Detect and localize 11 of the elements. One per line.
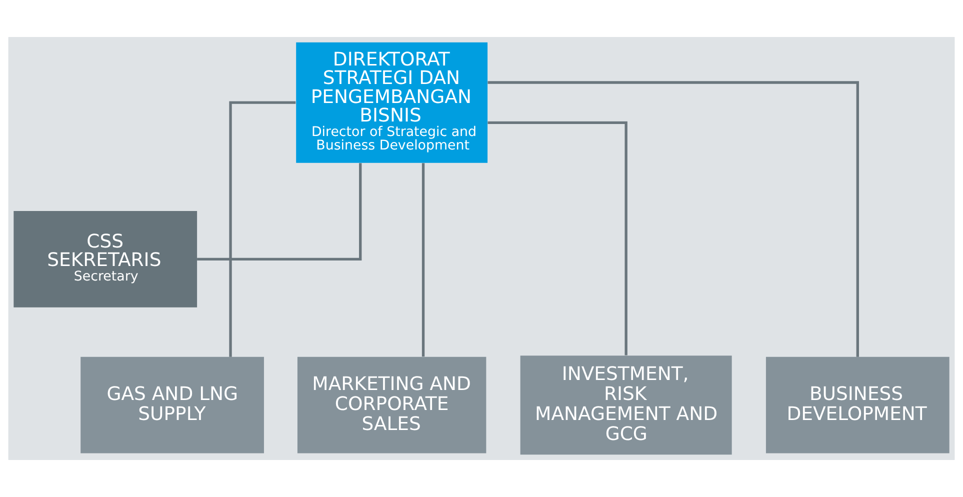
- node-box: MARKETING AND CORPORATE SALES: [297, 356, 486, 454]
- connector: [488, 121, 628, 356]
- node-box: GAS AND LNG SUPPLY: [80, 356, 264, 454]
- connector: [197, 163, 362, 261]
- node-box: INVESTMENT, RISK MANAGEMENT AND GCG: [520, 356, 732, 455]
- connector: [488, 81, 859, 357]
- connector: [229, 101, 296, 357]
- node-box: BUSINESS DEVELOPMENT: [766, 356, 950, 454]
- node-box: CSS SEKRETARIS Secretary: [14, 211, 198, 308]
- node-box: DIREKTORAT STRATEGI DAN PENGEMBANGAN BISNIS Director of Strategic and Business Development: [296, 42, 488, 163]
- connector: [422, 163, 425, 357]
